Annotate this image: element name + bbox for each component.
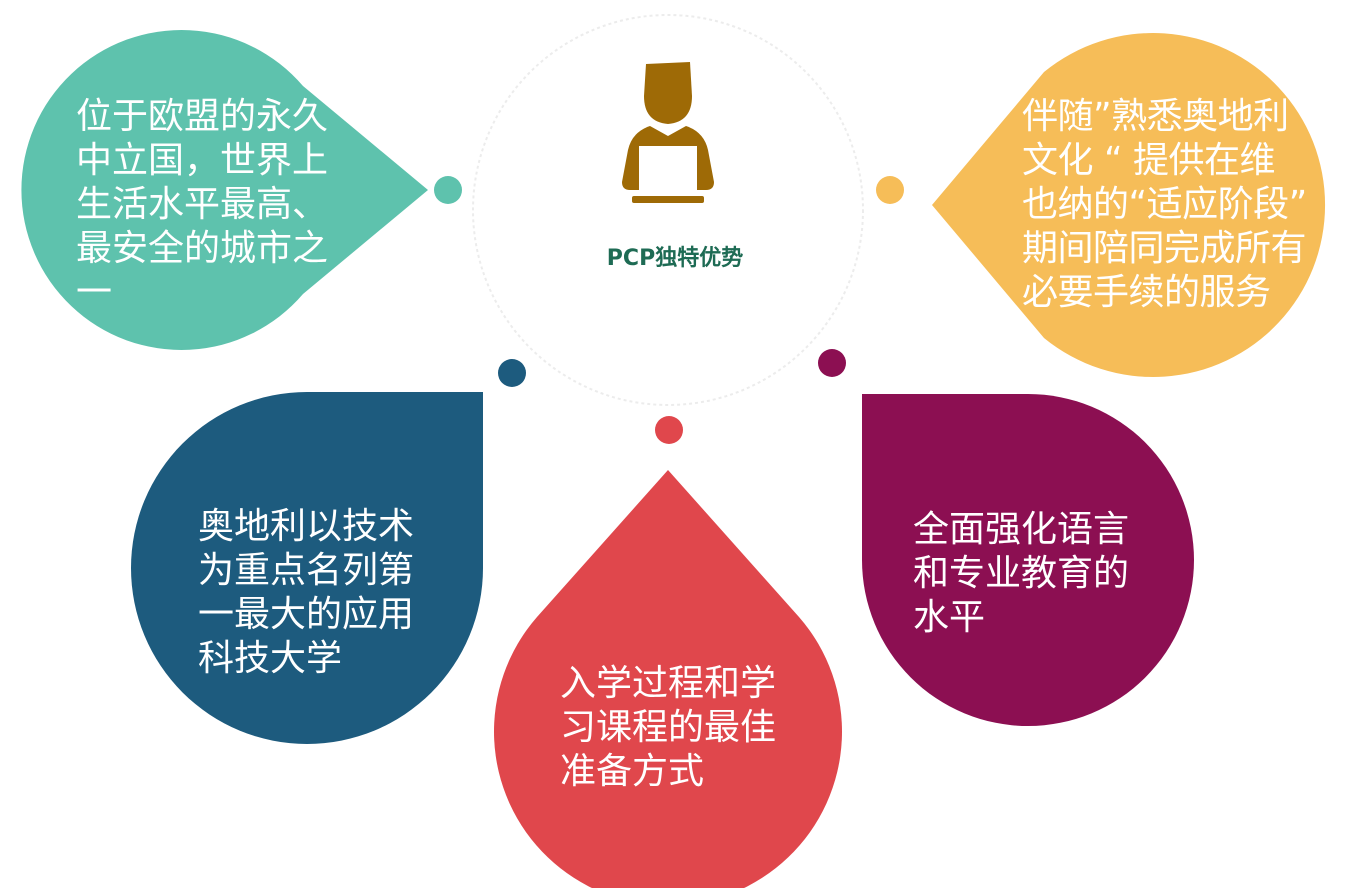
red-dot [655, 416, 683, 444]
navy-drop [131, 392, 483, 744]
teal-drop [21, 29, 429, 350]
teal-drop-text: 位于欧盟的永久 中立国，世界上 生活水平最高、 最安全的城市之 一 [76, 96, 329, 313]
red-drop [494, 470, 842, 888]
purple-drop [862, 394, 1194, 726]
yellow-drop-text: 伴随”熟悉奥地利 文化 “ 提供在维 也纳的“适应阶段” 期间陪同完成所有 必要… [1022, 96, 1307, 313]
laptop-screen [639, 146, 697, 192]
yellow-dot [876, 176, 904, 204]
center-circle [472, 14, 864, 406]
center-title: PCP独特优势 [606, 246, 744, 271]
purple-drop-text: 全面强化语言 和专业教育的 水平 [913, 509, 1130, 638]
navy-drop-text: 奥地利以技术 为重点名列第 一最大的应用 科技大学 [198, 506, 415, 679]
yellow-drop [932, 32, 1326, 378]
navy-dot [498, 359, 526, 387]
red-drop-text: 入学过程和学 习课程的最佳 准备方式 [560, 663, 777, 792]
purple-dot [818, 349, 846, 377]
teal-dot [434, 176, 462, 204]
